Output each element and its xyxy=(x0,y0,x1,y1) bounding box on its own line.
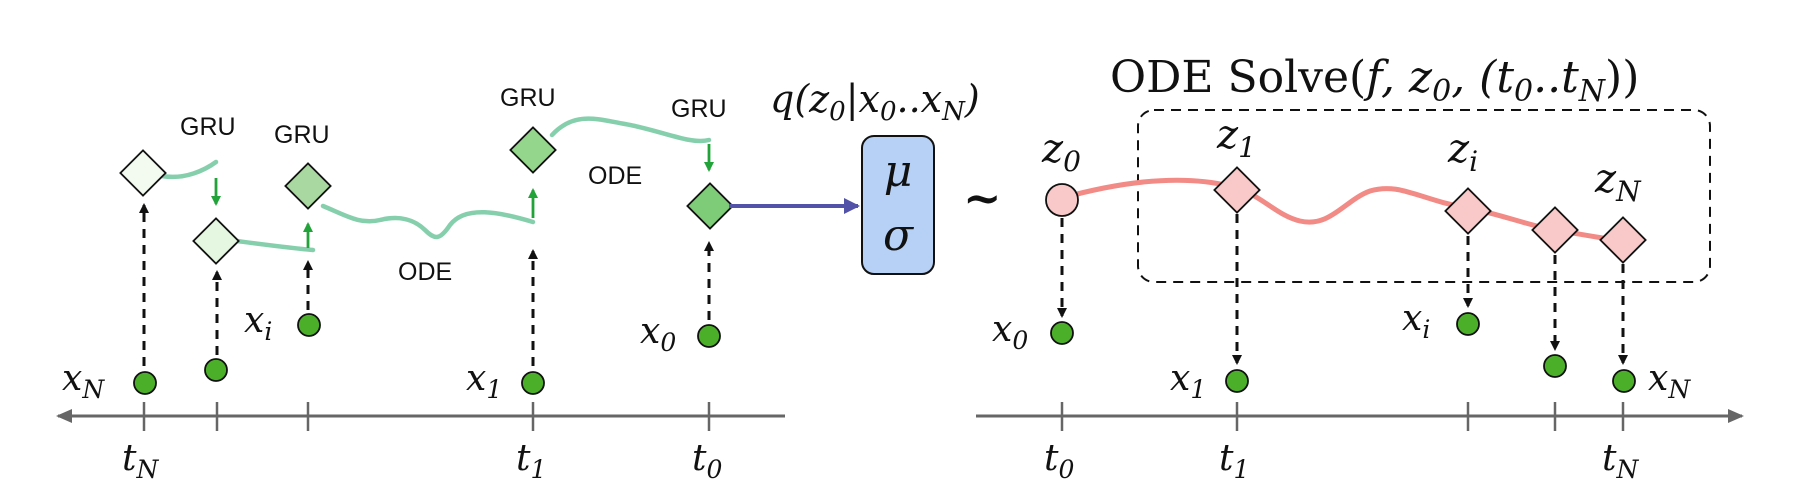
encoder-label-x0: x0 xyxy=(640,311,676,357)
gru-ode-trajectory xyxy=(159,116,712,253)
hidden-state-diamond-ti xyxy=(284,162,332,210)
posterior-mu: μ xyxy=(884,146,913,197)
latent-diamond-zi xyxy=(1444,187,1492,235)
decoder-label-zN: zN xyxy=(1594,156,1642,208)
ode-solve-region xyxy=(1137,109,1711,283)
hidden-state-diamond-t0 xyxy=(686,182,734,230)
data-point-x0 xyxy=(697,324,721,348)
decoder-label-xN: xN xyxy=(1648,358,1691,404)
decoded-point-extra xyxy=(1543,354,1567,378)
ode-label-2: ODE xyxy=(588,162,642,190)
encoder-label-xi: xi xyxy=(244,300,272,346)
encoder-label-xN: xN xyxy=(62,358,105,404)
latent-diamond-z1 xyxy=(1213,166,1261,214)
encoder-label-tN: tN xyxy=(122,438,159,484)
gru-label-3: GRU xyxy=(500,84,556,112)
encoder-axis-ticks xyxy=(142,402,711,431)
decoded-point-x0 xyxy=(1050,321,1074,345)
latent-diamond-zN xyxy=(1599,216,1647,264)
decoder-label-t0: t0 xyxy=(1044,438,1074,484)
posterior-panel: μ σ q(z0|x0..xN) ~ xyxy=(729,77,1002,275)
data-point-extra xyxy=(204,358,228,382)
decoder-data-points xyxy=(1050,312,1636,393)
posterior-sigma: σ xyxy=(883,210,915,261)
decoded-point-xi xyxy=(1456,312,1480,336)
decoded-point-x1 xyxy=(1225,369,1249,393)
gru-update-arrows xyxy=(211,144,714,248)
latent-node-z0 xyxy=(1045,183,1079,217)
encoder-panel: GRU GRU GRU GRU ODE ODE xN xi x1 x0 tN t… xyxy=(56,84,785,484)
decoder-label-xi: xi xyxy=(1402,298,1430,344)
decoder-label-z1: z1 xyxy=(1216,112,1256,164)
encoder-label-t0: t0 xyxy=(692,438,722,484)
decoder-panel: ODE Solve(f, z0, (t0..tN)) z0 z1 zi zN x… xyxy=(976,52,1744,484)
gru-label-1: GRU xyxy=(180,113,236,141)
gru-label-2: GRU xyxy=(274,121,330,149)
data-point-xi xyxy=(297,313,321,337)
decoder-label-z0: z0 xyxy=(1041,126,1081,178)
posterior-box xyxy=(861,135,935,275)
decoded-point-xN xyxy=(1612,369,1636,393)
hidden-state-diamond-t1 xyxy=(509,126,557,174)
posterior-label: q(z0|x0..xN) xyxy=(770,77,980,127)
hidden-state-diamond-tN xyxy=(119,149,167,197)
encoder-data-points xyxy=(133,313,721,395)
gru-label-4: GRU xyxy=(671,95,727,123)
latent-diamond-extra xyxy=(1531,206,1579,254)
decoder-emission-arrows xyxy=(1057,214,1628,365)
data-point-x1 xyxy=(521,371,545,395)
data-point-xN xyxy=(133,371,157,395)
ode-solve-title: ODE Solve(f, z0, (t0..tN)) xyxy=(1110,52,1639,109)
hidden-state-diamond-gru-1 xyxy=(192,217,240,265)
encoder-label-x1: x1 xyxy=(466,358,502,404)
ode-label-1: ODE xyxy=(398,258,452,286)
decoder-label-t1: t1 xyxy=(1219,438,1249,484)
decoder-label-tN: tN xyxy=(1602,438,1639,484)
decoder-axis-ticks xyxy=(1060,402,1625,431)
decoder-label-zi: zi xyxy=(1447,126,1478,178)
decoder-label-x0: x0 xyxy=(992,309,1028,355)
sampling-tilde: ~ xyxy=(963,171,1002,225)
encoder-observation-arrows xyxy=(139,203,714,366)
decoder-label-x1: x1 xyxy=(1170,358,1206,404)
encoder-label-t1: t1 xyxy=(516,438,546,484)
